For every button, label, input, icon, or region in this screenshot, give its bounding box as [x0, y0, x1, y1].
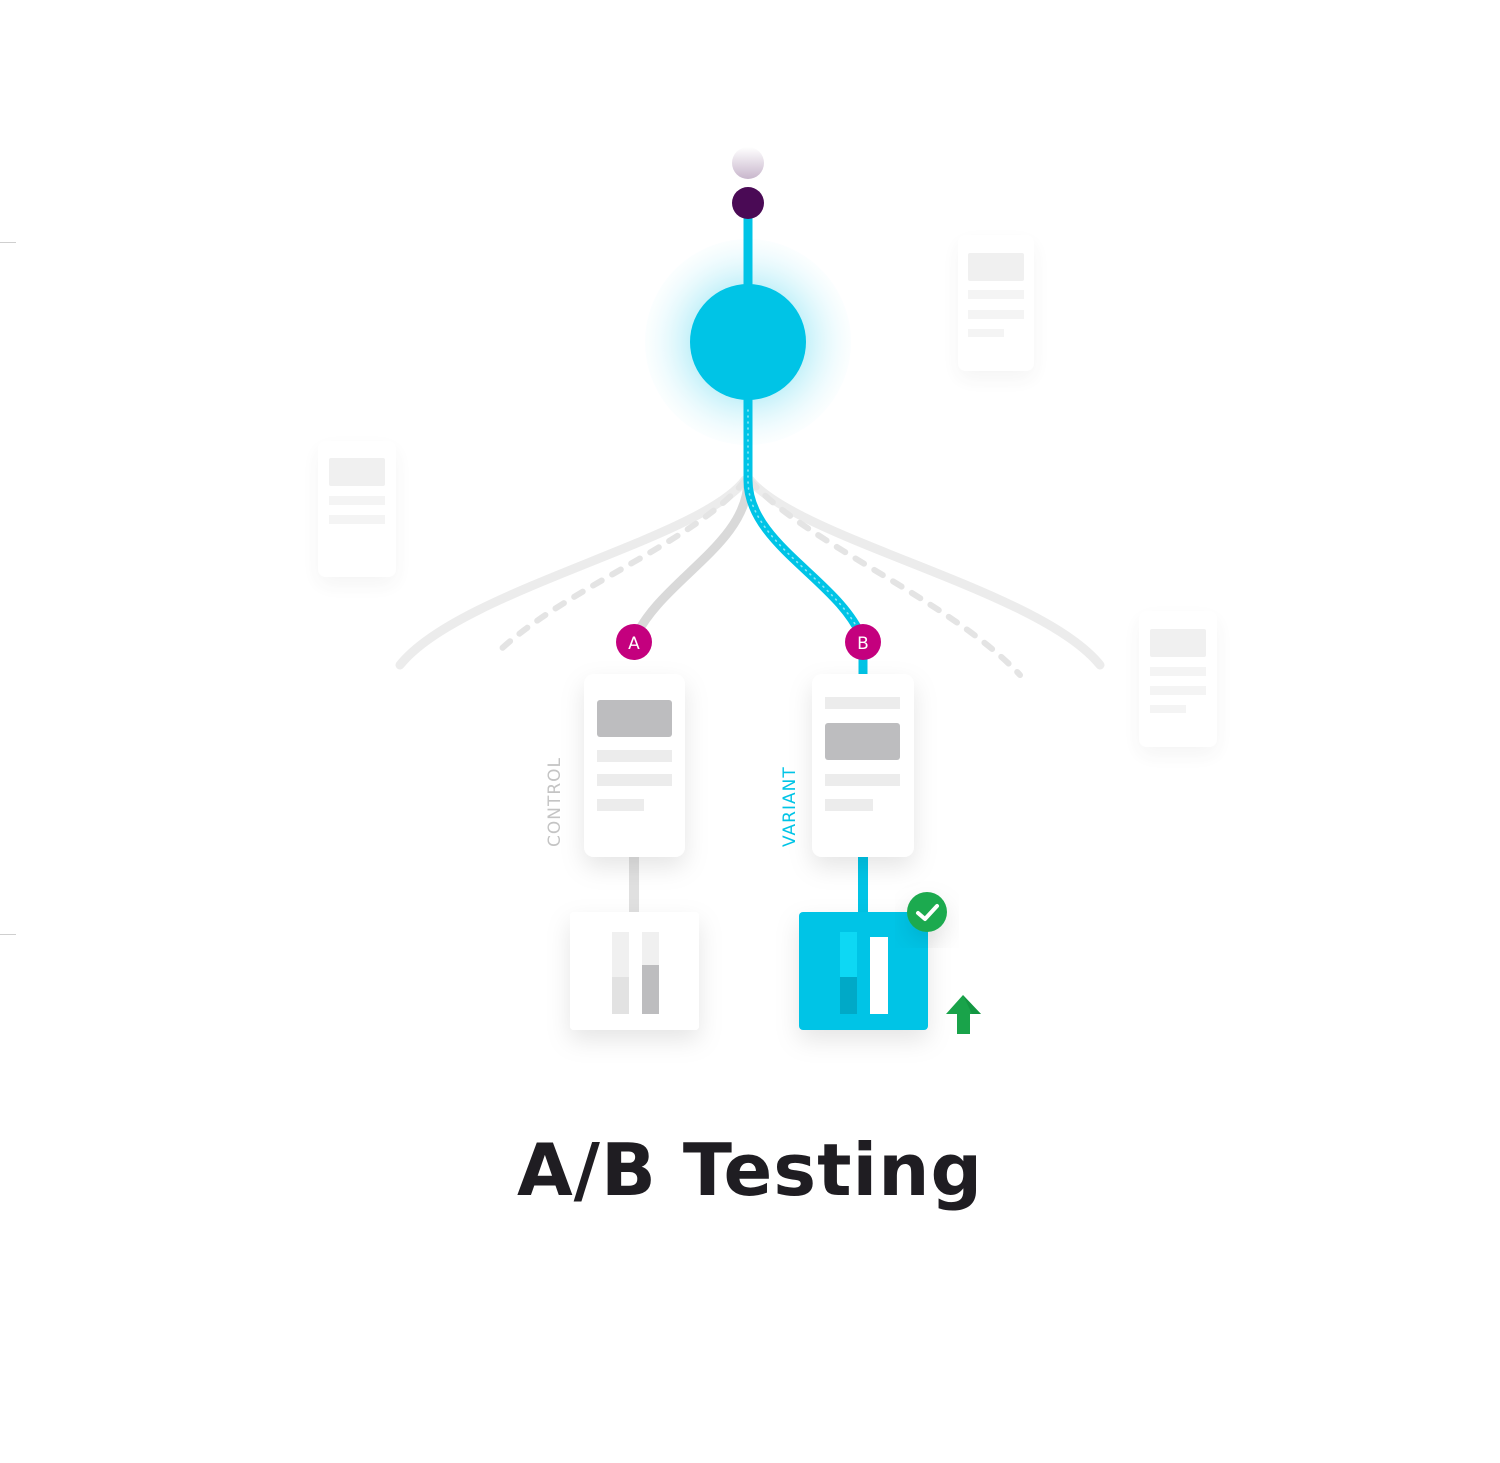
control-card — [584, 674, 685, 857]
bg-flow-left-outer — [395, 475, 750, 670]
check-icon — [907, 892, 947, 932]
bg-card-right — [1139, 611, 1217, 747]
edge-tick-top — [0, 242, 16, 243]
control-label: CONTROL — [545, 757, 565, 847]
variant-result-connector — [858, 855, 868, 915]
edge-tick-bottom — [0, 934, 16, 935]
variant-label: VARIANT — [780, 766, 800, 847]
bg-card-left — [318, 441, 396, 577]
bg-flow-right-outer — [745, 475, 1105, 670]
incoming-user-dot — [732, 187, 764, 219]
up-arrow-icon — [946, 995, 981, 1034]
control-result-connector — [629, 855, 639, 915]
split-hub — [690, 284, 806, 400]
split-b-label: B — [857, 634, 869, 654]
variant-card — [812, 674, 914, 857]
main-flows — [629, 200, 868, 681]
variant-branch-line-dots — [747, 409, 864, 641]
background-flows — [395, 475, 1105, 678]
bg-card-top-right — [958, 235, 1034, 371]
split-a-badge: A — [616, 624, 652, 660]
variant-result-tile — [799, 912, 928, 1030]
incoming-user-dot-faded — [732, 147, 764, 179]
split-a-label: A — [628, 634, 640, 654]
page-title: A/B Testing — [516, 1128, 984, 1212]
bg-flow-left-dashed — [492, 477, 748, 658]
bg-flow-right-dashed — [747, 477, 1023, 678]
control-result-tile — [570, 912, 699, 1030]
split-b-badge: B — [845, 624, 881, 660]
